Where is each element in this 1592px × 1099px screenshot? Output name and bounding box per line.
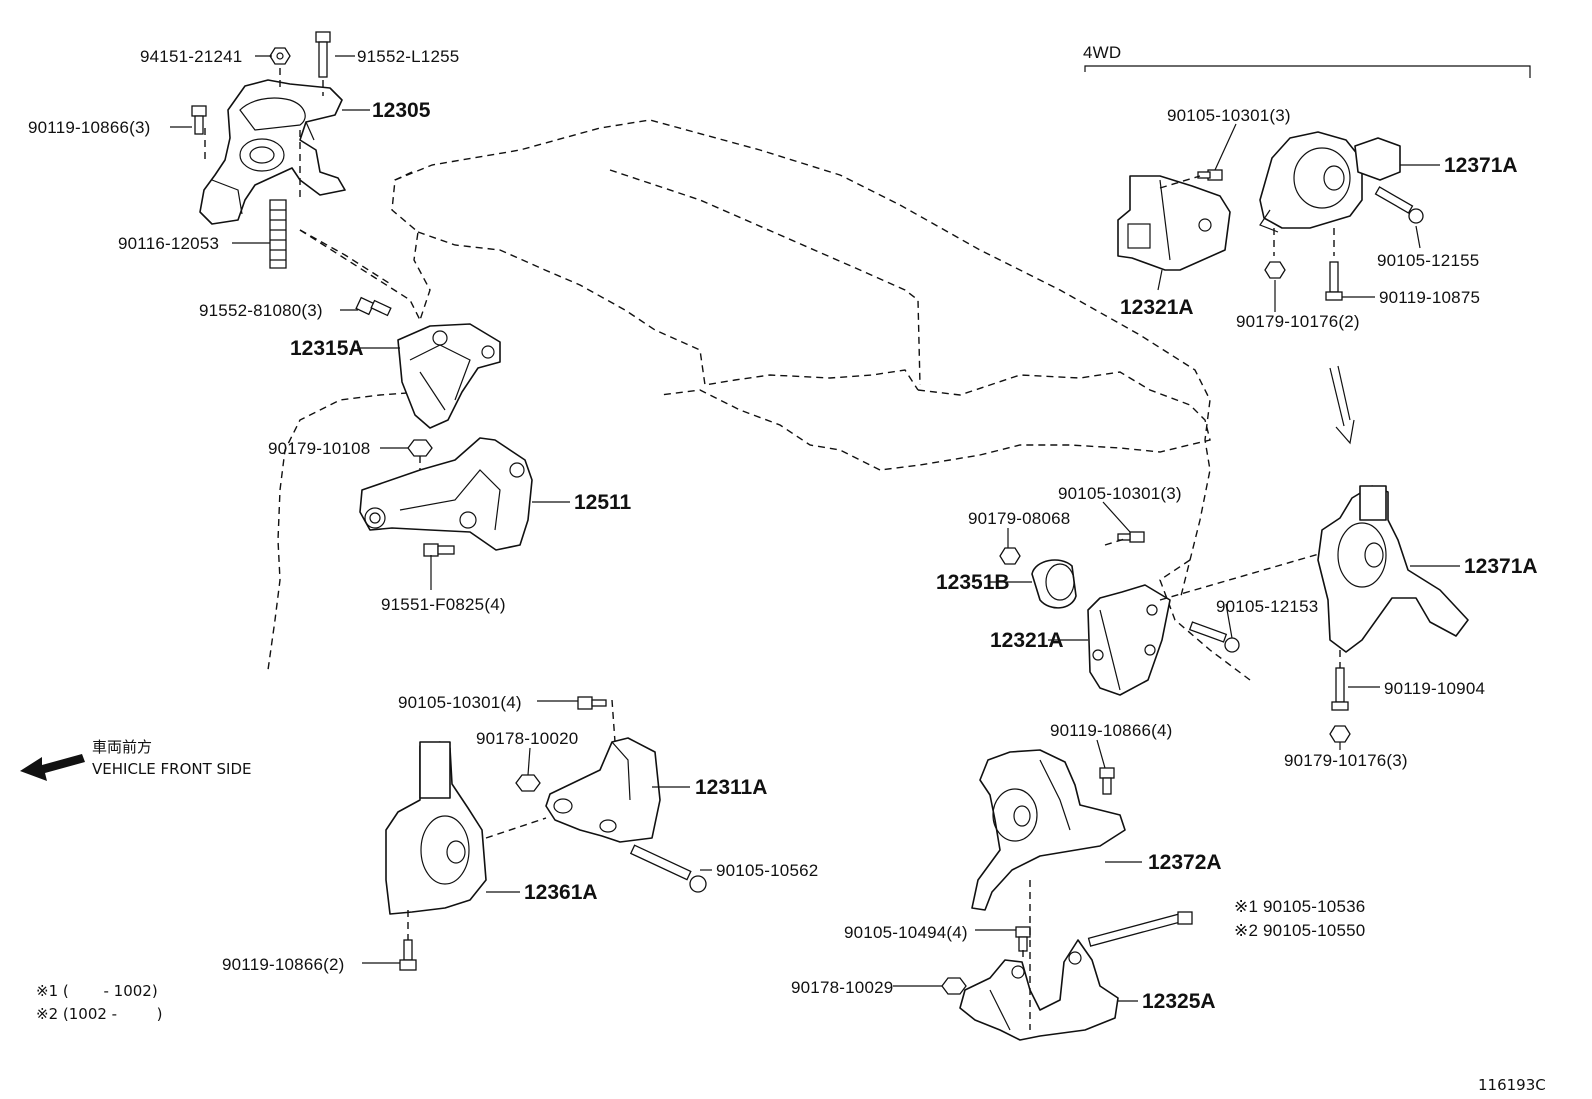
label-12371A-mid: 12371A [1464,555,1538,578]
label-12325A: 12325A [1142,990,1216,1013]
stud-90116-12053-icon [269,199,287,269]
label-90105-10562: 90105-10562 [716,861,818,880]
label-12511: 12511 [574,491,632,514]
footnote-2: ※2 (1002 - ) [36,1005,162,1023]
mount-12305 [199,79,346,225]
bolt-91551-F0825-icon [423,543,455,557]
section-4wd-bracket-line [1084,65,1531,78]
bolt-90105-12153-icon [1188,621,1240,653]
bolt-90105-10536-icon [1087,911,1193,947]
section-4wd-label: 4WD [1083,43,1121,62]
mount-12372A [971,749,1126,911]
label-90116-12053: 90116-12053 [118,234,219,253]
mount-12371A-top [1259,131,1401,233]
label-91552-L1255: 91552-L1255 [357,47,459,66]
label-90179-08068: 90179-08068 [968,509,1070,528]
label-90179-10108: 90179-10108 [268,439,370,458]
bracket-12321A-top [1117,175,1231,271]
nut-90178-10020-icon [515,774,541,792]
bracket-12511 [359,437,533,551]
diagram-id: 116193C [1478,1076,1546,1094]
direction-jp-label: 車両前方 [92,738,152,756]
mount-12361A [385,741,487,915]
label-12305: 12305 [372,99,431,122]
bolt-90119-10875-icon [1325,261,1343,301]
left-arrow-icon [20,754,85,781]
label-90119-10875: 90119-10875 [1379,288,1480,307]
bolt-90105-10301-4-icon [577,696,607,710]
engine-outline [267,119,1251,681]
label-94151-21241: 94151-21241 [140,47,242,66]
nut-94151-icon [269,47,291,65]
footnote-1: ※1 ( - 1002) [36,982,158,1000]
label-12321A-mid: 12321A [990,629,1064,652]
label-90119-10866-3: 90119-10866(3) [28,118,151,137]
nut-90178-10029-icon [941,977,967,995]
bolt-91552-81080-icon [355,296,392,317]
bolt-90105-10301-mid-icon [1117,531,1145,543]
label-90119-10866-2: 90119-10866(2) [222,955,345,974]
nut-90179-10108-icon [407,439,433,457]
label-91552-81080-3: 91552-81080(3) [199,301,323,320]
bolt-90119-10866-4-icon [1099,767,1115,795]
bolt-90119-10866-2-icon [399,939,417,971]
bracket-12311A [545,737,661,843]
label-90105-10536: ※1 90105-10536 [1234,897,1365,916]
leader-lines [170,55,1460,1002]
label-12321A-top: 12321A [1120,296,1194,319]
label-90119-10866-4: 90119-10866(4) [1050,721,1173,740]
label-12311A: 12311A [695,776,767,799]
bracket-12315A [397,323,501,429]
label-90178-10029: 90178-10029 [791,978,893,997]
bolt-90105-10562-icon [629,844,707,893]
bolt-90119-10866-icon [191,105,207,135]
nut-90179-10176-3-icon [1329,725,1351,743]
label-12315A: 12315A [290,337,364,360]
label-90105-10301-3-top: 90105-10301(3) [1167,106,1291,125]
bracket-12325A [959,939,1119,1041]
bolt-90105-10494-icon [1015,926,1031,952]
bracket-12321A-mid [1087,584,1171,696]
bolt-91552-L1255-icon [315,31,331,78]
label-90105-10301-4: 90105-10301(4) [398,693,522,712]
down-arrow-icon [1329,365,1355,445]
label-90105-10550: ※2 90105-10550 [1234,921,1365,940]
label-12351B: 12351B [936,571,1010,594]
bolt-90105-12155-icon [1374,186,1424,224]
label-90179-10176-3: 90179-10176(3) [1284,751,1408,770]
bolt-90105-10301-top-icon [1197,169,1223,181]
label-12361A: 12361A [524,881,598,904]
bushing-12351B [1031,559,1077,609]
label-12372A: 12372A [1148,851,1222,874]
label-90178-10020: 90178-10020 [476,729,578,748]
mount-12371A-mid [1317,485,1469,653]
nut-90179-10176-2-icon [1264,261,1286,279]
label-90105-12155: 90105-12155 [1377,251,1479,270]
nut-90179-08068-icon [999,547,1021,565]
label-90105-10301-3-mid: 90105-10301(3) [1058,484,1182,503]
label-91551-F0825-4: 91551-F0825(4) [381,595,506,614]
label-12371A-top: 12371A [1444,154,1518,177]
direction-en-label: VEHICLE FRONT SIDE [92,760,252,778]
label-90105-12153: 90105-12153 [1216,597,1318,616]
label-90179-10176-2: 90179-10176(2) [1236,312,1360,331]
bolt-90119-10904-icon [1331,667,1349,711]
label-90119-10904: 90119-10904 [1384,679,1485,698]
label-90105-10494-4: 90105-10494(4) [844,923,968,942]
